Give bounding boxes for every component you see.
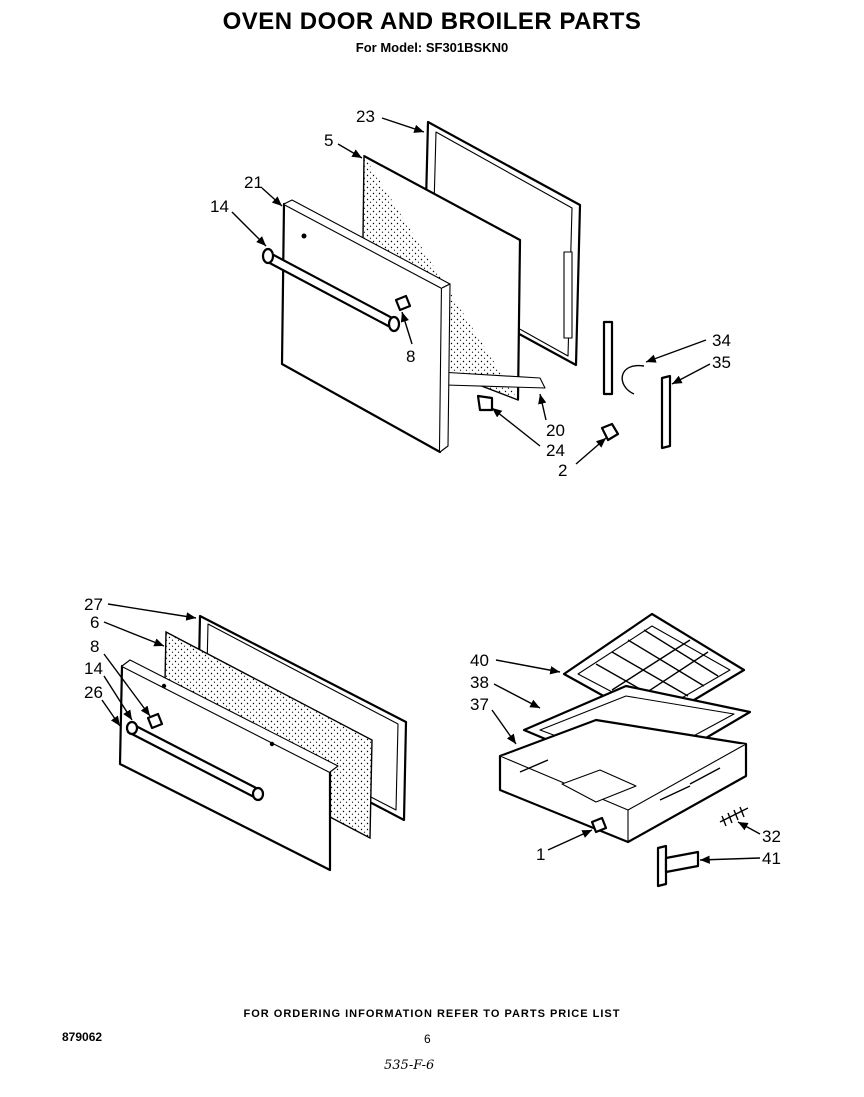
- callout-41: 41: [762, 849, 781, 868]
- model-line: For Model: SF301BSKN0: [355, 40, 509, 55]
- hinge-34: [602, 320, 645, 396]
- bracket-24: [476, 394, 494, 412]
- callout-37: 37: [470, 695, 489, 714]
- callout-5: 5: [324, 131, 333, 150]
- callout-8-broiler: 8: [90, 637, 99, 656]
- screw-2: [600, 422, 620, 442]
- callout-38: 38: [470, 673, 489, 692]
- callout-27: 27: [84, 595, 103, 614]
- leader-lines: [101, 117, 761, 864]
- broiler-handle-14: [125, 720, 265, 802]
- handwritten-note: 535-F-6: [384, 1058, 435, 1073]
- callout-23: 23: [356, 107, 375, 126]
- broiler-outer-panel-26: [118, 659, 339, 872]
- callout-6: 6: [90, 613, 99, 632]
- outer-door-panel-21: [280, 199, 451, 454]
- callout-2: 2: [558, 461, 567, 480]
- callout-32: 32: [762, 827, 781, 846]
- callout-35: 35: [712, 353, 731, 372]
- callout-34: 34: [712, 331, 731, 350]
- callout-24: 24: [546, 441, 565, 460]
- page-number: 6: [424, 1032, 431, 1046]
- handle-spacer-8: [394, 294, 412, 312]
- hinge-arm-35: [660, 374, 672, 450]
- broiler-spacer-8: [146, 712, 164, 730]
- callout-20: 20: [546, 421, 565, 440]
- callout-8: 8: [406, 347, 415, 366]
- bracket-41: [656, 844, 700, 888]
- door-handle-14: [261, 247, 401, 333]
- callout-14: 14: [210, 197, 229, 216]
- callout-21: 21: [244, 173, 263, 192]
- callout-1: 1: [536, 845, 545, 864]
- ordering-note: FOR ORDERING INFORMATION REFER TO PARTS …: [243, 1008, 621, 1020]
- callout-labels: 23 5 21 14 8 34 35 20 24 2 27 6 8 14 26 …: [84, 107, 781, 868]
- document-number: 879062: [62, 1030, 103, 1044]
- callout-14-broiler: 14: [84, 659, 103, 678]
- callout-40: 40: [470, 651, 489, 670]
- roller-1: [590, 816, 608, 834]
- page-title: OVEN DOOR AND BROILER PARTS: [222, 8, 642, 35]
- spring-32: [719, 806, 749, 827]
- broiler-pan-frame-37: [498, 718, 748, 844]
- callout-26: 26: [84, 683, 103, 702]
